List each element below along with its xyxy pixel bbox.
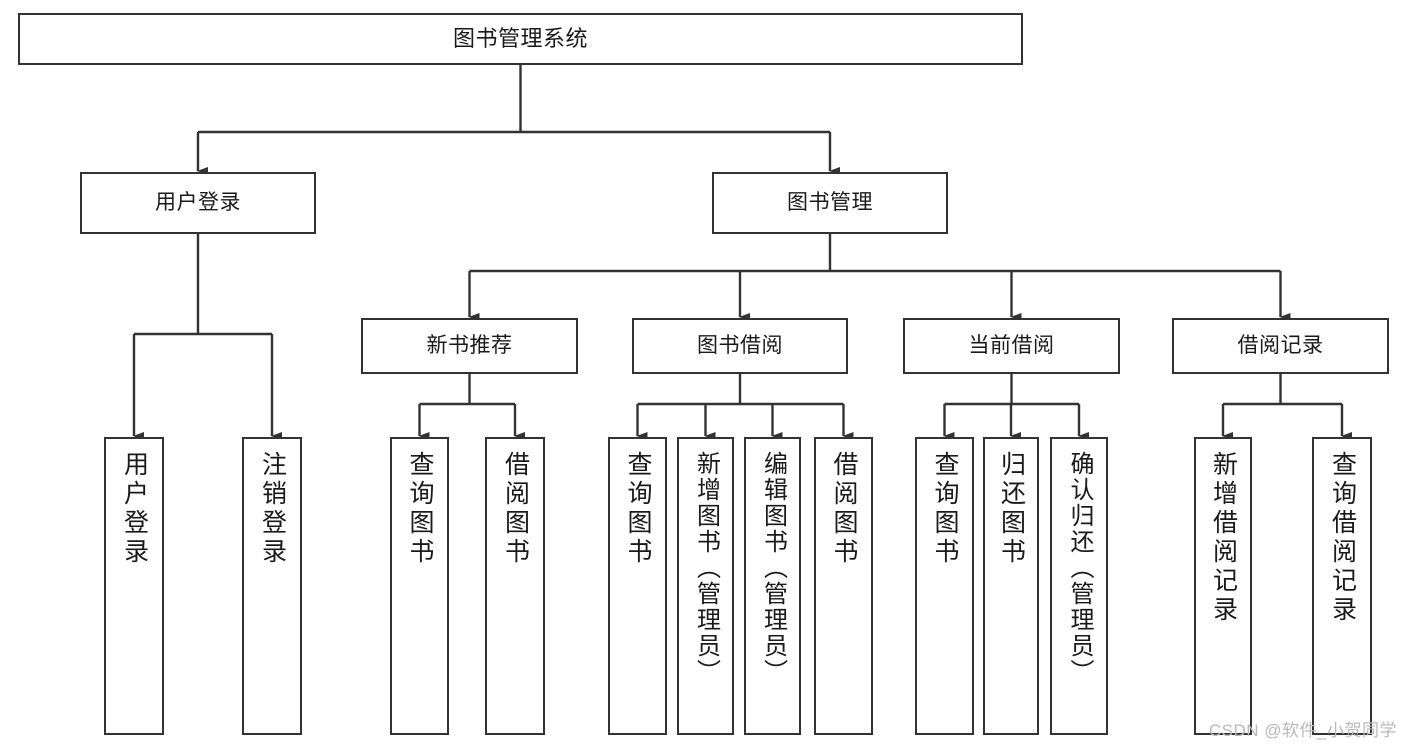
node-label: 借阅图书: [501, 451, 530, 567]
node-label: 借阅记录: [1237, 333, 1324, 357]
node-label: 编辑图书（管理员）: [759, 451, 787, 685]
node-label: 用户登录: [155, 190, 241, 214]
node-new-book-rec[interactable]: 新书推荐: [361, 318, 578, 374]
node-user-login[interactable]: 用户登录: [80, 172, 316, 234]
node-leaf-br-add[interactable]: 新增借阅记录: [1194, 437, 1252, 735]
node-current-borrow[interactable]: 当前借阅: [903, 318, 1120, 374]
node-leaf-cb-return[interactable]: 归还图书: [983, 437, 1039, 735]
csdn-watermark: CSDN @软件_小贺同学: [1208, 721, 1397, 740]
node-label: 查询图书: [931, 451, 959, 567]
node-label: 新增借阅记录: [1209, 451, 1238, 625]
node-leaf-user-logout[interactable]: 注销登录: [242, 437, 302, 735]
node-label: 图书借阅: [697, 333, 783, 357]
node-leaf-rec-borrow[interactable]: 借阅图书: [485, 437, 545, 735]
node-label: 新书推荐: [426, 333, 513, 357]
node-book-manage[interactable]: 图书管理: [712, 172, 948, 234]
node-label: 归还图书: [997, 451, 1026, 567]
node-label: 查询借阅记录: [1328, 451, 1357, 625]
node-leaf-bb-edit[interactable]: 编辑图书（管理员）: [744, 437, 801, 735]
node-borrow-record[interactable]: 借阅记录: [1172, 318, 1389, 374]
node-label: 用户登录: [120, 451, 149, 567]
node-label: 查询图书: [624, 451, 652, 567]
node-label: 图书管理: [787, 190, 873, 214]
node-label: 注销登录: [258, 451, 287, 567]
node-label: 图书管理系统: [452, 26, 588, 52]
node-book-borrow[interactable]: 图书借阅: [632, 318, 848, 374]
node-leaf-bb-query[interactable]: 查询图书: [608, 437, 667, 735]
node-leaf-cb-confirm[interactable]: 确认归还（管理员）: [1050, 437, 1108, 735]
node-label: 当前借阅: [968, 333, 1055, 357]
node-leaf-bb-add[interactable]: 新增图书（管理员）: [677, 437, 734, 735]
node-leaf-rec-query[interactable]: 查询图书: [390, 437, 449, 735]
node-leaf-user-login[interactable]: 用户登录: [104, 437, 164, 735]
node-label: 确认归还（管理员）: [1066, 451, 1093, 685]
node-leaf-bb-borrow[interactable]: 借阅图书: [814, 437, 873, 735]
node-label: 借阅图书: [830, 451, 858, 567]
node-leaf-br-query[interactable]: 查询借阅记录: [1312, 437, 1372, 735]
node-root[interactable]: 图书管理系统: [18, 13, 1023, 65]
node-leaf-cb-query[interactable]: 查询图书: [915, 437, 974, 735]
node-label: 查询图书: [406, 451, 434, 567]
node-label: 新增图书（管理员）: [692, 451, 720, 685]
